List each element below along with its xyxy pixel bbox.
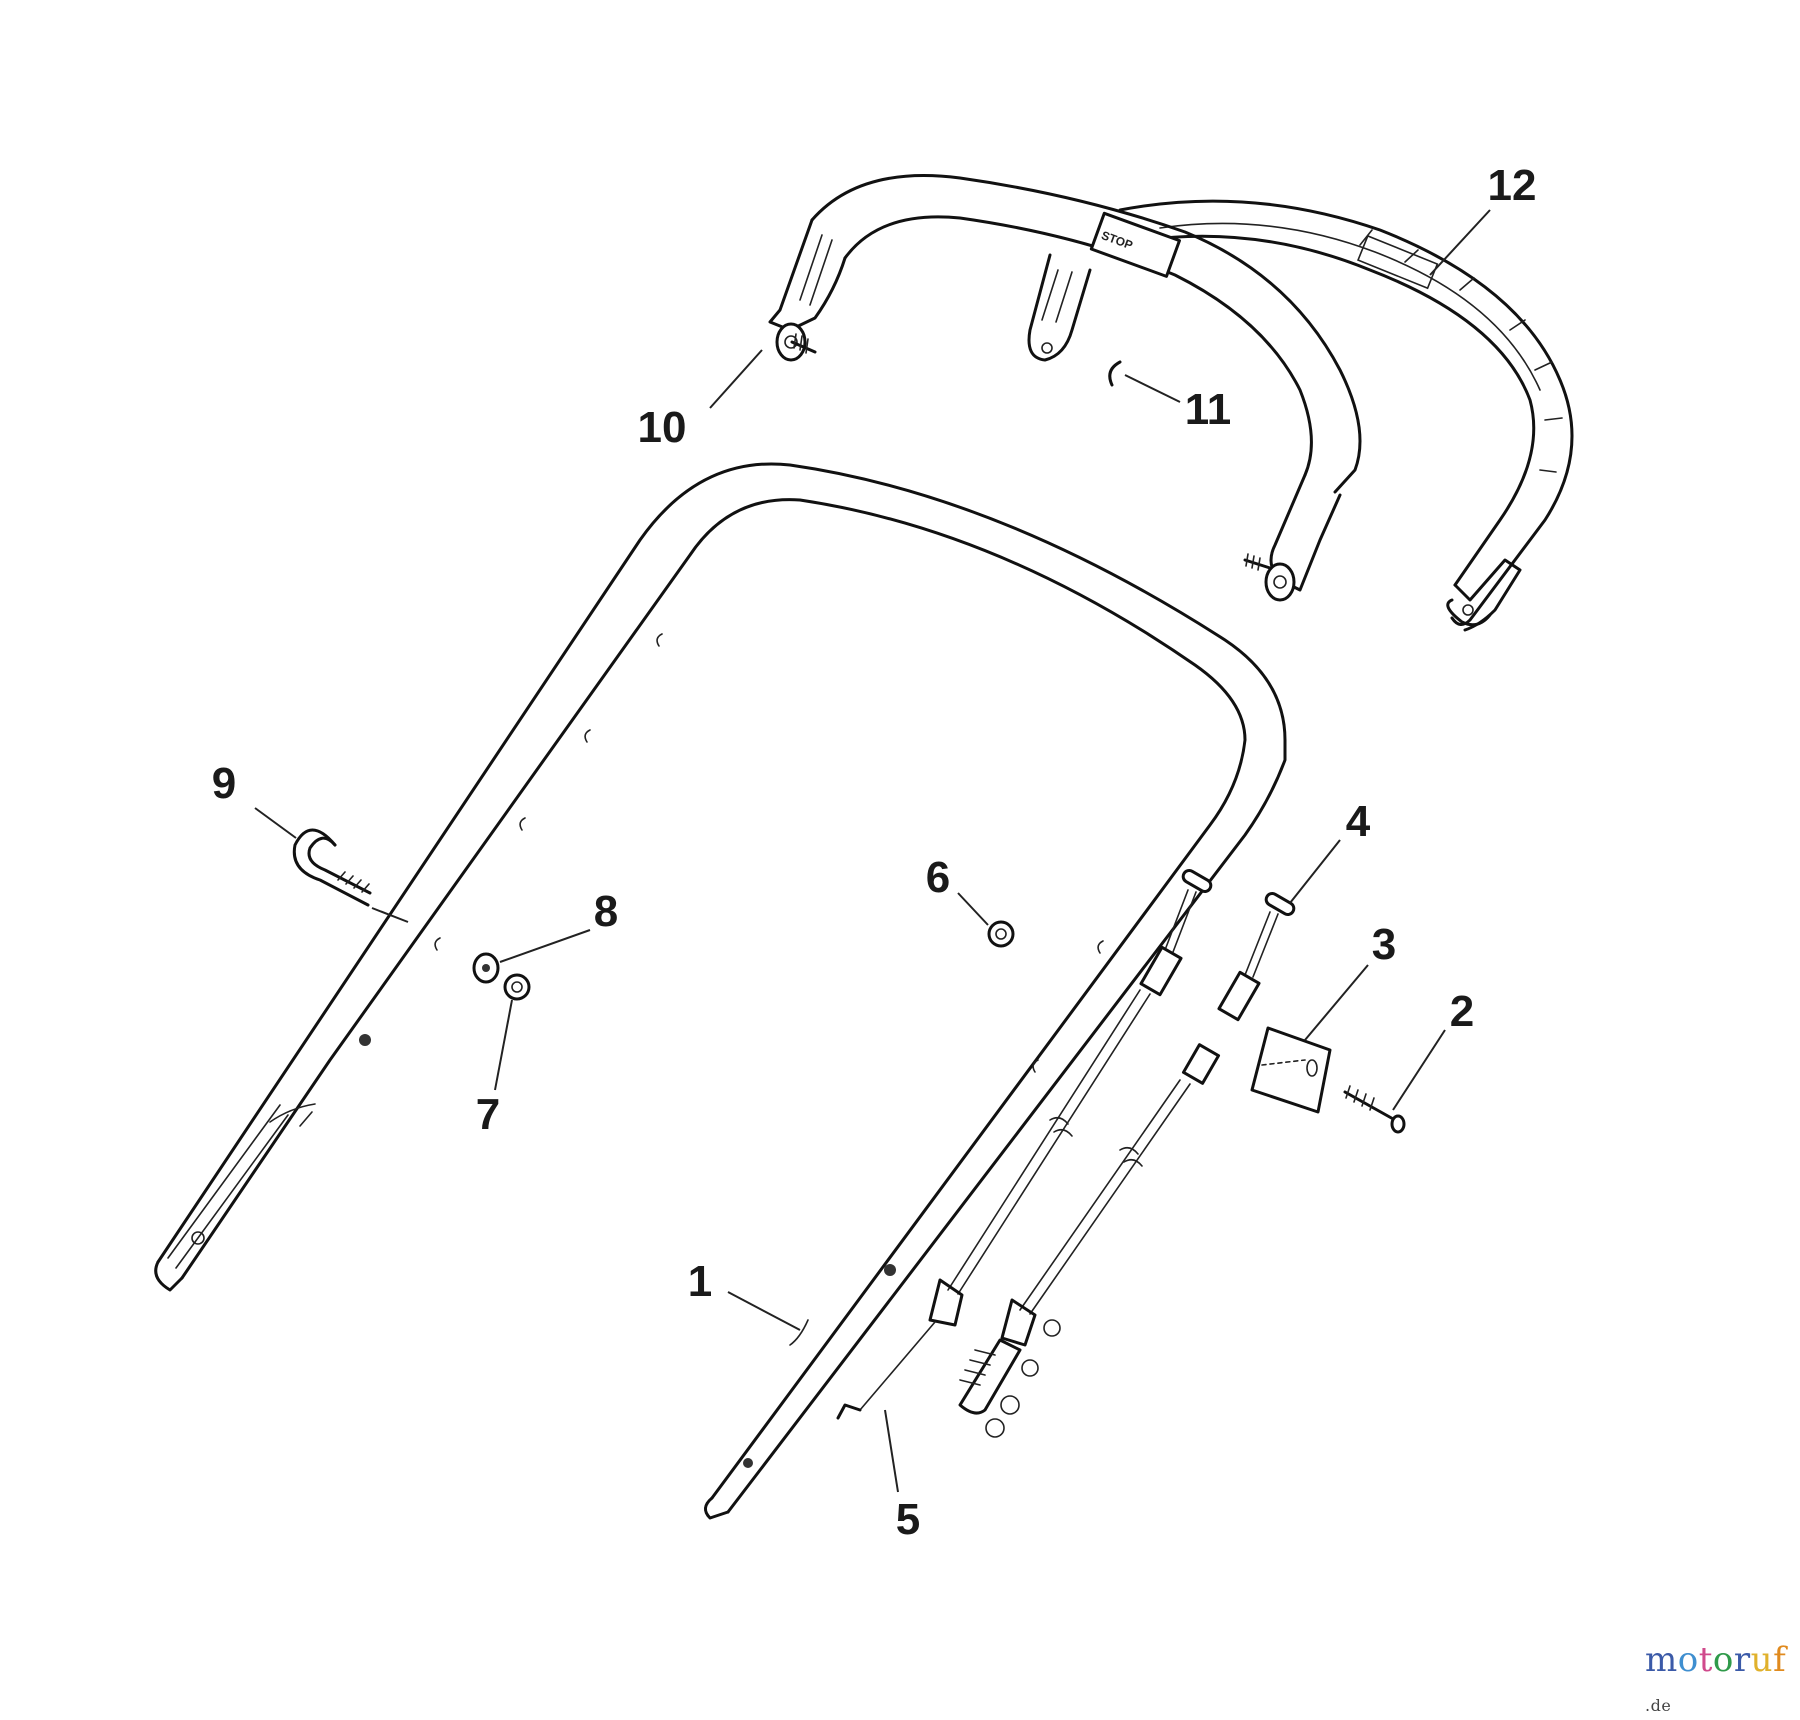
callout-2: 2 <box>1449 987 1475 1036</box>
callout-3: 3 <box>1371 920 1397 969</box>
watermark-letter: t <box>1698 1640 1713 1680</box>
watermark-letter: m <box>1645 1640 1678 1680</box>
control-cables <box>836 869 1296 1438</box>
cable-clip-block <box>1250 1026 1332 1114</box>
hook-bolt <box>292 828 372 907</box>
callout-1: 1 <box>687 1257 713 1306</box>
lock-nut <box>503 973 531 1001</box>
watermark-letter: o <box>1712 1640 1734 1680</box>
lower-handle-frame <box>154 462 1287 1520</box>
circlip <box>1108 360 1122 387</box>
leader-lines <box>254 209 1491 1493</box>
safety-bail-lever <box>1118 199 1574 632</box>
callout-11: 11 <box>1184 385 1232 434</box>
upper-handle-bar: STOP <box>768 174 1362 602</box>
callout-4: 4 <box>1345 797 1371 846</box>
callout-7: 7 <box>475 1090 501 1139</box>
screw <box>1343 1085 1406 1134</box>
nut <box>987 920 1015 948</box>
callout-12: 12 <box>1487 161 1537 210</box>
callout-8: 8 <box>593 887 619 936</box>
parts-diagram: STOP <box>154 174 1574 1520</box>
watermark-letter: f <box>1773 1640 1787 1680</box>
watermark-letter: o <box>1677 1640 1699 1680</box>
watermark-suffix: .de <box>1645 1696 1672 1715</box>
handle-bolt <box>790 333 817 354</box>
callout-9: 9 <box>211 759 237 808</box>
callout-6: 6 <box>925 853 951 902</box>
watermark-letter: r <box>1733 1640 1751 1680</box>
washer <box>472 952 500 984</box>
callout-10: 10 <box>637 403 687 452</box>
callout-5: 5 <box>895 1495 921 1544</box>
motoruf-watermark-logo: motoruf .de <box>1645 1640 1800 1720</box>
watermark-letter: u <box>1750 1640 1774 1680</box>
